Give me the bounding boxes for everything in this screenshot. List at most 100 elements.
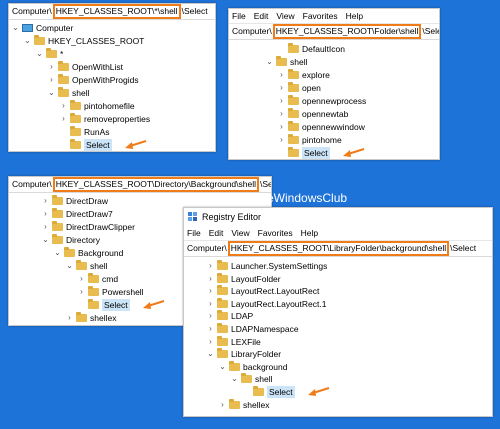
menu-item-help[interactable]: Help [300,228,319,238]
tree-node-background[interactable]: ⌄Background [9,247,271,259]
address-highlight: HKEY_CLASSES_ROOT\Directory\Background\s… [52,177,259,192]
tree-node-layoutfolder[interactable]: ›LayoutFolder [184,272,492,285]
chevron-down-icon[interactable]: ⌄ [36,49,43,58]
chevron-right-icon[interactable]: › [62,101,65,110]
chevron-right-icon[interactable]: › [50,62,53,71]
tree-node-explore[interactable]: ›explore [229,69,439,81]
chevron-right-icon[interactable]: › [80,274,83,283]
chevron-right-icon[interactable]: › [68,313,71,322]
tree-node-shell[interactable]: ⌄shell [9,87,215,99]
address-bar[interactable]: Computer\HKEY_CLASSES_ROOT\LibraryFolder… [184,241,492,257]
chevron-right-icon[interactable]: › [44,222,47,231]
menu-item-view[interactable]: View [231,228,250,238]
menu-item-help[interactable]: Help [345,11,364,21]
tree-node-hkey-classes-root[interactable]: ⌄HKEY_CLASSES_ROOT [9,35,215,47]
chevron-right-icon[interactable]: › [209,286,212,296]
tree-node-label: pintohomefile [84,101,135,111]
tree-node-shellex[interactable]: ›shellex [184,398,492,411]
tree-node-shell[interactable]: ⌄shell [184,373,492,385]
tree-node-directdrawclipper[interactable]: ›DirectDrawClipper [9,221,271,233]
chevron-right-icon[interactable]: › [280,135,283,144]
tree-node-removeproperties[interactable]: ›removeproperties [9,113,215,125]
address-bar[interactable]: Computer\HKEY_CLASSES_ROOT\*\shell\Selec… [9,4,215,20]
chevron-right-icon[interactable]: › [280,109,283,118]
menu-item-file[interactable]: File [187,228,201,238]
tree-node-shell[interactable]: ⌄shell [9,260,271,272]
tree-node-open[interactable]: ›open [229,82,439,94]
chevron-right-icon[interactable]: › [221,399,224,409]
annotation-arrow-icon [308,387,330,396]
chevron-down-icon[interactable]: ⌄ [207,349,214,359]
tree-node-ldap[interactable]: ›LDAP [184,310,492,322]
tree-node-label: cmd [102,274,119,284]
menu-item-edit[interactable]: Edit [208,228,224,238]
chevron-right-icon[interactable]: › [80,287,83,296]
chevron-down-icon[interactable]: ⌄ [66,261,73,270]
chevron-down-icon[interactable]: ⌄ [24,36,31,45]
chevron-down-icon[interactable]: ⌄ [219,361,226,371]
menu-item-favorites[interactable]: Favorites [257,228,293,238]
tree-node-shell[interactable]: ⌄shell [229,56,439,68]
chevron-down-icon[interactable]: ⌄ [12,23,19,32]
chevron-down-icon[interactable]: ⌄ [266,57,273,66]
chevron-right-icon[interactable]: › [209,273,212,283]
chevron-right-icon[interactable]: › [209,298,212,308]
annotation-arrow-icon [343,148,365,157]
tree-node-select[interactable]: Select [229,147,439,159]
tree-node-defaulticon[interactable]: DefaultIcon [229,43,439,55]
tree-node-directory[interactable]: ⌄Directory [9,234,271,246]
tree-node-opennewwindow[interactable]: ›opennewwindow [229,121,439,133]
tree-node-select[interactable]: Select [9,139,215,151]
tree-node-background[interactable]: ⌄background [184,360,492,373]
tree-node-pintohomefile[interactable]: › pintohomefile [9,100,215,112]
tree-node-openwithprogids[interactable]: ›OpenWithProgids [9,74,215,86]
tree-node-cmd[interactable]: › cmd [9,273,271,285]
tree-node-layoutrect-layoutrect[interactable]: ›LayoutRect.LayoutRect [184,285,492,297]
tree-node-lexfile[interactable]: ›LEXFile [184,335,492,348]
tree-node-select[interactable]: Select [9,299,271,311]
tree-node-libraryfolder[interactable]: ⌄LibraryFolder [184,348,492,360]
chevron-right-icon[interactable]: › [44,209,47,218]
menu-item-file[interactable]: File [232,11,246,21]
chevron-down-icon[interactable]: ⌄ [42,235,49,244]
tree-node-openwithlist[interactable]: ›OpenWithList [9,61,215,73]
tree-node-ldapnamespace[interactable]: › LDAPNamespace [184,323,492,335]
tree-node-opennewprocess[interactable]: ›opennewprocess [229,95,439,107]
tree-node-powershell[interactable]: › Powershell [9,286,271,298]
chevron-right-icon[interactable]: › [280,70,283,79]
tree-node-directdraw[interactable]: ›DirectDraw [9,195,271,207]
tree-node-label: Powershell [102,287,144,297]
chevron-right-icon[interactable]: › [209,336,212,346]
tree-node-computer[interactable]: ⌄Computer [9,22,215,34]
folder-icon [288,95,299,105]
chevron-right-icon[interactable]: › [62,114,65,123]
tree-node-label: LDAPNamespace [231,324,299,334]
folder-icon [34,35,45,45]
chevron-right-icon[interactable]: › [209,324,212,333]
tree-node-shellex[interactable]: ›shellex [9,312,271,324]
tree-node-directdraw7[interactable]: ›DirectDraw7 [9,208,271,220]
address-bar[interactable]: Computer\HKEY_CLASSES_ROOT\Folder\shell\… [229,24,439,40]
tree-node-pintohome[interactable]: ›pintohome [229,134,439,146]
menu-item-favorites[interactable]: Favorites [302,11,338,21]
chevron-right-icon[interactable]: › [280,96,283,105]
tree-node-launcher-systemsettings[interactable]: ›Launcher.SystemSettings [184,260,492,272]
tree-node-layoutrect-layoutrect-1[interactable]: ›LayoutRect.LayoutRect.1 [184,297,492,310]
chevron-down-icon[interactable]: ⌄ [54,248,61,257]
chevron-down-icon[interactable]: ⌄ [48,88,55,97]
chevron-right-icon[interactable]: › [209,261,212,270]
chevron-right-icon[interactable]: › [44,196,47,205]
tree-node-runas[interactable]: RunAs [9,126,215,138]
chevron-right-icon[interactable]: › [280,122,283,131]
chevron-right-icon[interactable]: › [280,83,283,92]
tree-node--[interactable]: ⌄* [9,48,215,60]
folder-icon [288,43,299,53]
tree-node-opennewtab[interactable]: ›opennewtab [229,108,439,120]
menu-item-edit[interactable]: Edit [253,11,269,21]
chevron-right-icon[interactable]: › [209,311,212,321]
chevron-right-icon[interactable]: › [50,75,53,84]
chevron-down-icon[interactable]: ⌄ [231,374,238,384]
address-bar[interactable]: Computer\HKEY_CLASSES_ROOT\Directory\Bac… [9,177,271,193]
tree-node-select[interactable]: Select [184,386,492,398]
menu-item-view[interactable]: View [276,11,295,21]
